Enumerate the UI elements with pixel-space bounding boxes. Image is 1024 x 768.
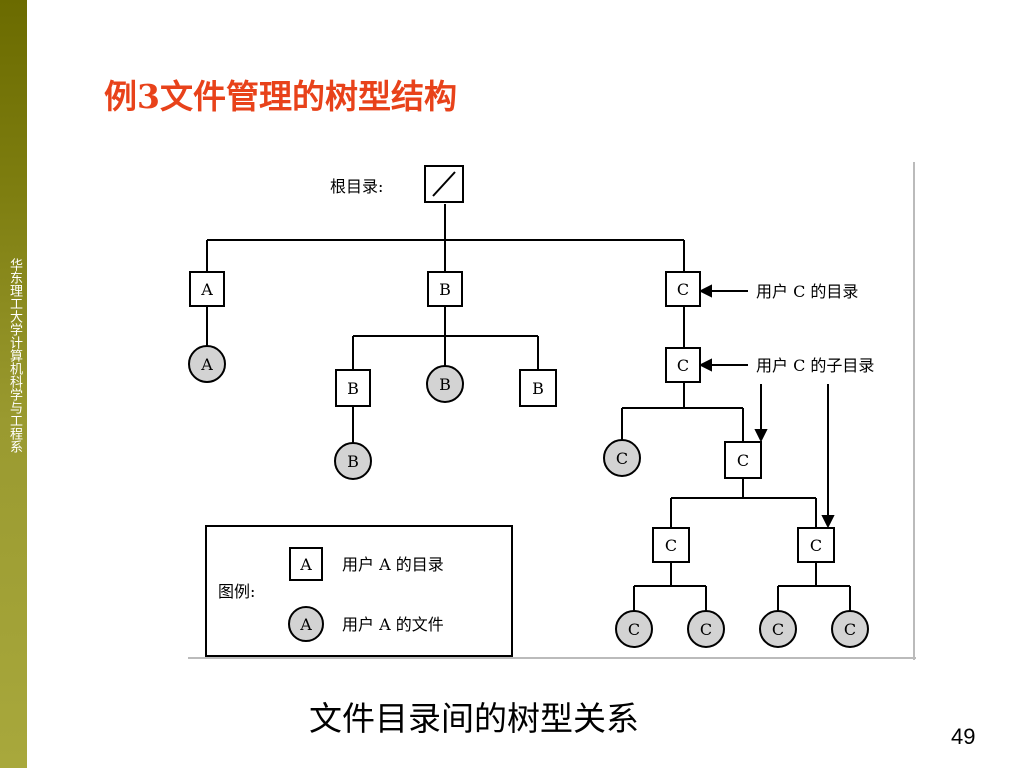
svg-text:C: C [810, 536, 822, 555]
file-node-b-low: B [334, 442, 372, 480]
legend-directory-description: 用户 A 的目录 [342, 555, 444, 574]
file-node-b-mid: B [426, 365, 464, 403]
directory-node-c-sub: C [665, 347, 701, 383]
directory-node-c-sub-sub: C [724, 441, 762, 479]
file-node-c-4: C [831, 610, 869, 648]
svg-text:C: C [616, 449, 628, 468]
legend: 图例: A 用户 A 的目录 A 用户 A 的文件 [205, 525, 513, 657]
directory-node-b-sub-right: B [519, 369, 557, 407]
svg-text:B: B [439, 280, 451, 299]
file-node-a: A [188, 345, 226, 383]
directory-node-b: B [427, 271, 463, 307]
svg-text:C: C [628, 620, 640, 639]
svg-text:B: B [532, 379, 544, 398]
svg-text:A: A [299, 615, 312, 634]
svg-text:C: C [677, 280, 689, 299]
root-directory-node [424, 165, 464, 203]
directory-node-c-leaf-right: C [797, 527, 835, 563]
svg-text:B: B [347, 379, 359, 398]
svg-text:C: C [737, 451, 749, 470]
annotation-user-c-subdirectory: 用户 C 的子目录 [756, 356, 874, 375]
svg-text:A: A [200, 280, 213, 299]
file-node-c-3: C [759, 610, 797, 648]
tree-connectors [206, 204, 851, 612]
file-node-c-1: C [615, 610, 653, 648]
figure-caption: 文件目录间的树型关系 [309, 699, 639, 738]
svg-text:A: A [299, 555, 312, 574]
sidebar-band: 华东理工大学计算机科学与工程系 [0, 0, 27, 768]
svg-text:C: C [844, 620, 856, 639]
svg-text:A: A [200, 355, 213, 374]
svg-text:C: C [665, 536, 677, 555]
svg-text:B: B [439, 375, 451, 394]
legend-title: 图例: [218, 582, 255, 601]
legend-directory-symbol: A [289, 547, 323, 581]
directory-node-b-sub-left: B [335, 369, 371, 407]
svg-text:C: C [700, 620, 712, 639]
tree-diagram: 根目录: A B C B B C C C C [188, 162, 916, 660]
file-node-c-2: C [687, 610, 725, 648]
annotation-user-c-directory: 用户 C 的目录 [756, 282, 858, 301]
legend-file-description: 用户 A 的文件 [342, 615, 444, 634]
legend-file-symbol: A [288, 606, 324, 642]
root-label: 根目录: [330, 177, 383, 196]
svg-text:B: B [347, 452, 359, 471]
file-node-c-top: C [603, 439, 641, 477]
page-number: 49 [951, 724, 976, 749]
svg-text:C: C [772, 620, 784, 639]
directory-node-c: C [665, 271, 701, 307]
sidebar-department-text: 华东理工大学计算机科学与工程系 [7, 258, 22, 453]
annotation-arrows [698, 284, 835, 529]
svg-text:C: C [677, 356, 689, 375]
slide-title: 例3文件管理的树型结构 [104, 77, 457, 116]
directory-node-c-leaf-left: C [652, 527, 690, 563]
directory-node-a: A [189, 271, 225, 307]
legend-frame [205, 525, 513, 657]
